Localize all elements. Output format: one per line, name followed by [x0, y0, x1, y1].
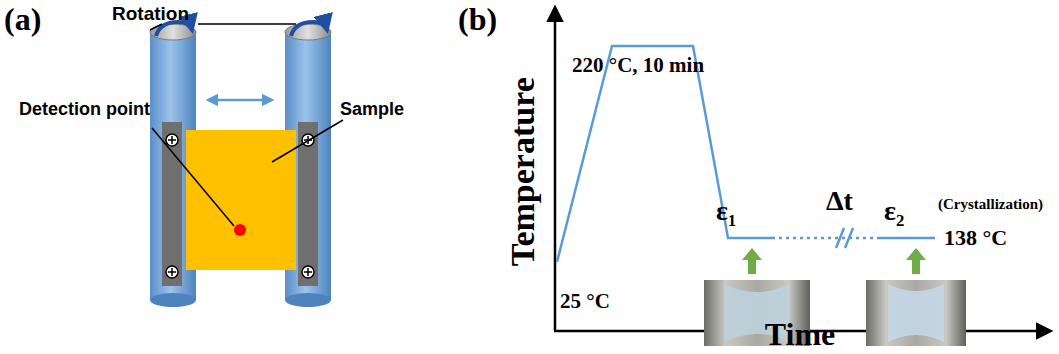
- rotation-arrow: [291, 22, 327, 36]
- detection-dot: [234, 224, 246, 236]
- temperature-note: 138 °C: [944, 226, 1007, 250]
- leader-line: [150, 24, 343, 226]
- panel-label: (b): [458, 2, 497, 37]
- sample-photo: [866, 280, 966, 346]
- part-name: Detection point: [19, 100, 150, 120]
- strain-label: ε₁: [716, 196, 736, 227]
- sample-film: [186, 130, 296, 270]
- temperature-profile: [557, 46, 935, 262]
- screw-symbol: [166, 134, 314, 278]
- interval-label: Δt: [826, 186, 853, 217]
- stage-note: (Crystallization): [938, 196, 1043, 213]
- clamp-strip: [298, 122, 318, 286]
- part-name: Rotation: [112, 4, 189, 25]
- stretch-arrow: [208, 99, 272, 102]
- axis-title: Temperature: [503, 78, 540, 267]
- temperature-note: 25 °C: [560, 290, 610, 313]
- panel-label: (a): [4, 2, 41, 37]
- clamp-strip: [162, 122, 182, 286]
- axis-title: Time: [765, 317, 836, 352]
- green-arrow: [742, 248, 926, 274]
- strain-label: ε₂: [884, 196, 904, 227]
- temperature-note: 220 °C, 10 min: [572, 54, 704, 77]
- part-name: Sample: [340, 100, 404, 120]
